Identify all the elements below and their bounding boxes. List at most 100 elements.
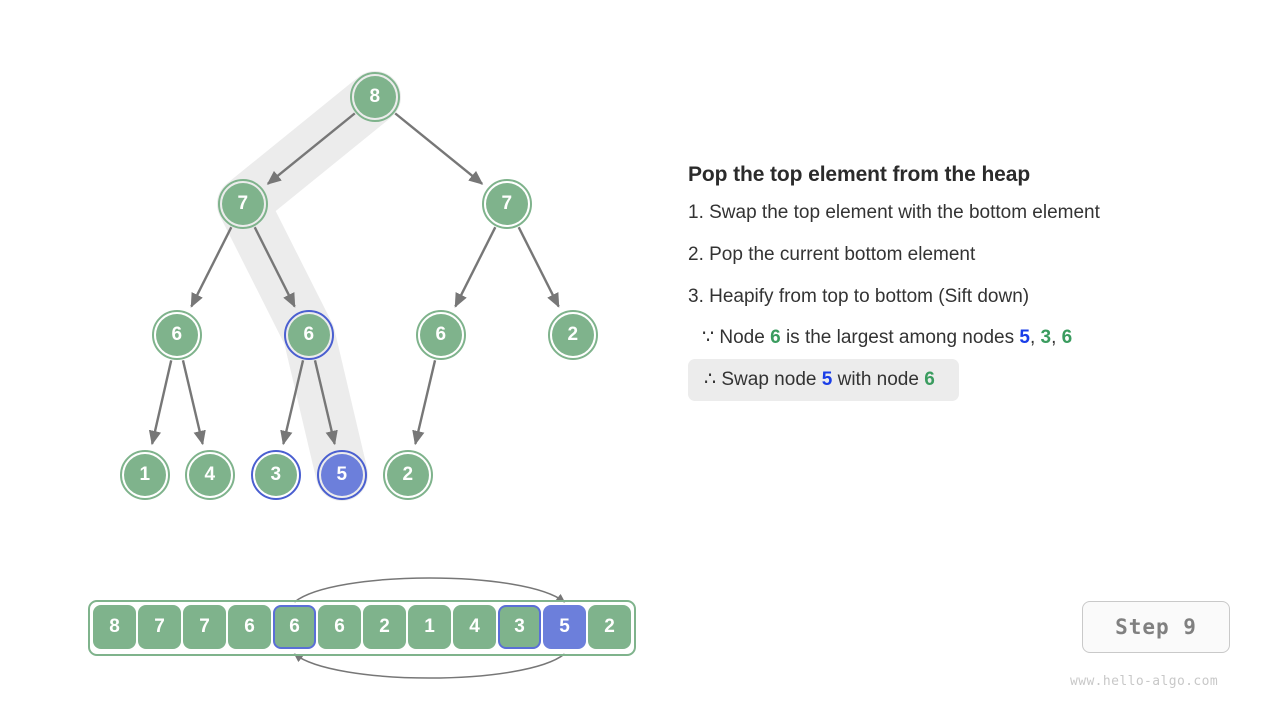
tree-edge <box>266 112 356 185</box>
array-cell-value: 6 <box>289 616 300 637</box>
reason-separator: , <box>1029 327 1041 349</box>
tree-node-8: 4 <box>185 450 235 500</box>
tree-edge <box>253 226 296 308</box>
tree-edge-group <box>148 112 560 446</box>
tree-node-ring <box>284 310 334 360</box>
conclusion-text-1: Swap node <box>721 368 817 390</box>
conclusion-line: ∴ Swap node 5 with node 6 <box>704 369 935 390</box>
tree-edge <box>313 360 338 446</box>
tree-node-4: 6 <box>284 310 334 360</box>
array-representation: 8 7 7 6 6 6 2 1 4 3 5 2 <box>88 570 688 682</box>
tree-node-1: 7 <box>218 179 268 229</box>
tree-node-ring <box>350 72 400 122</box>
binary-tree-diagram: 8 7 7 6 6 6 2 1 4 3 5 2 <box>0 0 680 560</box>
array-cell-value: 2 <box>379 616 390 637</box>
conclusion-highlight: ∴ Swap node 5 with node 6 <box>688 358 959 401</box>
array-cell-value: 7 <box>154 616 165 637</box>
array-cell-10: 5 <box>543 605 586 649</box>
array-cell-8: 4 <box>453 605 496 649</box>
tree-edge <box>280 360 305 446</box>
array-cell-value: 4 <box>469 616 480 637</box>
tree-node-label: 8 <box>369 86 381 107</box>
tree-node-0: 8 <box>350 72 400 122</box>
conclusion-text-2: with node <box>837 368 919 390</box>
array-cell-2: 7 <box>183 605 226 649</box>
reason-line: ∵ Node 6 is the largest among nodes 5, 3… <box>702 326 1248 351</box>
array-cells-container: 8 7 7 6 6 6 2 1 4 3 5 2 <box>88 600 636 656</box>
tree-node-label: 3 <box>270 464 282 485</box>
tree-node-ring <box>416 310 466 360</box>
conclusion-value-b: 6 <box>924 368 935 390</box>
tree-node-label: 6 <box>171 324 183 345</box>
array-cell-5: 6 <box>318 605 361 649</box>
tree-node-label: 7 <box>501 193 513 214</box>
tree-node-ring <box>482 179 532 229</box>
tree-edge <box>394 112 484 185</box>
tree-node-ring <box>185 450 235 500</box>
swap-arc-backward <box>293 653 565 679</box>
tree-node-7: 1 <box>120 450 170 500</box>
tree-node-2: 7 <box>482 179 532 229</box>
tree-node-5: 6 <box>416 310 466 360</box>
tree-node-label: 7 <box>237 193 249 214</box>
tree-node-ring <box>383 450 433 500</box>
step-badge: Step 9 <box>1082 601 1230 653</box>
reason-separator: , <box>1051 327 1062 349</box>
array-cell-value: 3 <box>514 616 525 637</box>
tree-node-ring <box>120 450 170 500</box>
tree-node-ring <box>218 179 268 229</box>
tree-edge <box>190 226 233 308</box>
tree-node-label: 5 <box>336 464 348 485</box>
tree-node-label: 2 <box>567 324 579 345</box>
watermark: www.hello-algo.com <box>1070 674 1219 689</box>
reason-candidate-2: 6 <box>1061 327 1073 349</box>
array-cell-value: 2 <box>604 616 615 637</box>
array-cell-value: 5 <box>559 616 570 637</box>
reason-node-value: 6 <box>770 327 781 349</box>
explanation-panel: Pop the top element from the heap 1. Swa… <box>688 163 1248 401</box>
tree-edge <box>181 360 206 446</box>
tree-node-6: 2 <box>548 310 598 360</box>
reason-candidate-1: 3 <box>1040 327 1052 349</box>
conclusion-value-a: 5 <box>821 368 833 390</box>
array-cell-11: 2 <box>588 605 631 649</box>
array-cell-6: 2 <box>363 605 406 649</box>
tree-node-3: 6 <box>152 310 202 360</box>
tree-edge <box>148 360 173 446</box>
array-cell-7: 1 <box>408 605 451 649</box>
array-cell-4: 6 <box>273 605 316 649</box>
array-cell-3: 6 <box>228 605 271 649</box>
tree-node-9: 3 <box>251 450 301 500</box>
tree-node-10: 5 <box>317 450 367 500</box>
because-symbol: ∵ <box>702 327 715 349</box>
tree-edge <box>454 226 497 308</box>
sift-down-path-highlight <box>217 71 401 501</box>
step-item-1: 1. Swap the top element with the bottom … <box>688 202 1100 223</box>
therefore-symbol: ∴ <box>704 368 717 390</box>
tree-node-label: 2 <box>402 464 414 485</box>
array-cell-value: 1 <box>424 616 435 637</box>
reason-text-2: is the largest among nodes <box>785 327 1015 349</box>
tree-edge <box>517 226 560 308</box>
array-cell-value: 7 <box>199 616 210 637</box>
array-cell-0: 8 <box>93 605 136 649</box>
tree-node-ring <box>317 450 367 500</box>
array-cell-value: 6 <box>244 616 255 637</box>
step-item-3: 3. Heapify from top to bottom (Sift down… <box>688 285 1030 307</box>
reason-candidate-0: 5 <box>1019 327 1030 349</box>
tree-edge <box>412 360 437 446</box>
array-cell-9: 3 <box>498 605 541 649</box>
tree-node-label: 4 <box>204 464 216 485</box>
tree-node-11: 2 <box>383 450 433 500</box>
tree-node-label: 6 <box>435 324 447 345</box>
tree-node-label: 1 <box>139 464 151 485</box>
tree-node-ring <box>251 450 301 500</box>
tree-node-ring <box>152 310 202 360</box>
swap-arc-forward <box>294 577 566 603</box>
array-cell-value: 6 <box>334 616 345 637</box>
array-cell-1: 7 <box>138 605 181 649</box>
array-cell-value: 8 <box>109 616 120 637</box>
reason-text-1: Node <box>719 327 765 349</box>
reason-candidate-list: 5, 3, 6 <box>1019 327 1072 348</box>
page-title: Pop the top element from the heap <box>688 163 1031 186</box>
